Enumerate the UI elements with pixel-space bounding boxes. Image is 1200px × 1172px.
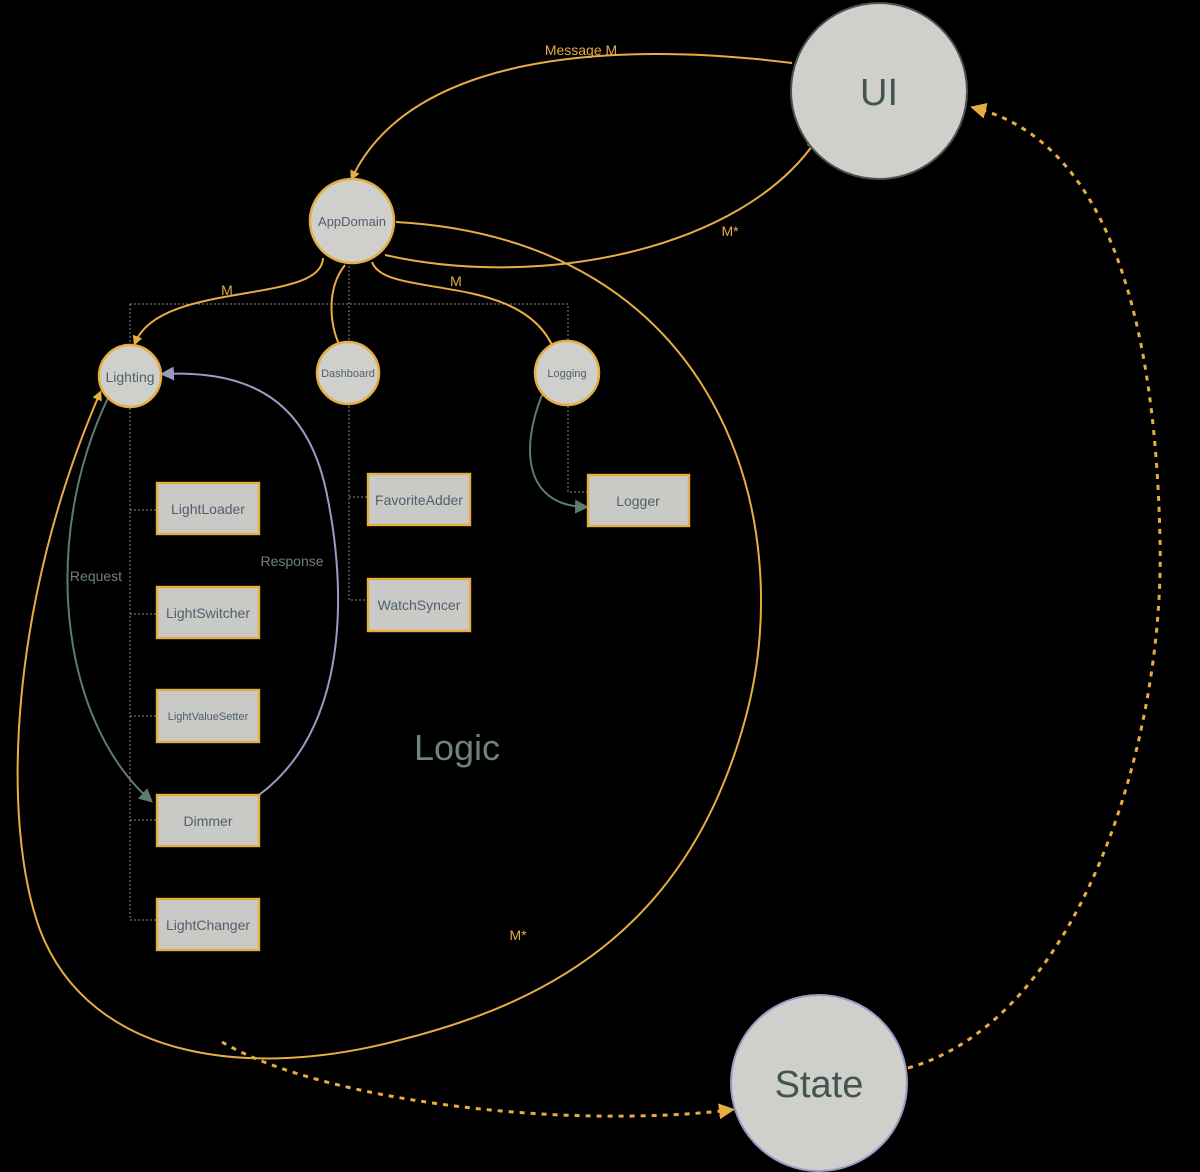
dashboard-label: Dashboard (321, 368, 375, 380)
logic-to-state-dashed-edge (221, 1040, 735, 1120)
m-star-top-label: M* (721, 223, 739, 239)
logging-to-logger-edge (529, 394, 589, 514)
m-star-bottom-label: M* (509, 927, 527, 943)
lighting-label: Lighting (105, 369, 154, 385)
dimmer-label: Dimmer (184, 813, 233, 829)
state-to-ui-dashed-edge (907, 102, 1162, 1070)
ui-node: UI (790, 2, 968, 180)
m-star-loop-edge (16, 221, 762, 1060)
light-switcher-label: LightSwitcher (166, 605, 250, 621)
request-edge (66, 397, 153, 803)
favorite-adder-box: FavoriteAdder (366, 472, 472, 527)
appdomain-node: AppDomain (308, 177, 396, 265)
logger-label: Logger (616, 493, 660, 509)
lighting-node: Lighting (97, 343, 163, 409)
light-changer-label: LightChanger (166, 917, 250, 933)
watch-syncer-box: WatchSyncer (366, 577, 472, 633)
dashboard-node: Dashboard (315, 340, 381, 406)
light-loader-label: LightLoader (171, 501, 245, 517)
light-value-setter-box: LightValueSetter (155, 688, 261, 744)
light-switcher-box: LightSwitcher (155, 585, 261, 640)
light-value-setter-label: LightValueSetter (168, 711, 249, 723)
message-m-label: Message M (545, 42, 617, 58)
favorite-adder-label: FavoriteAdder (375, 492, 463, 508)
light-changer-box: LightChanger (155, 897, 261, 952)
light-loader-box: LightLoader (155, 481, 261, 536)
logic-label: Logic (414, 727, 500, 768)
response-edge (160, 366, 340, 796)
appdomain-to-dashboard-edge (330, 264, 346, 353)
logging-node: Logging (533, 339, 601, 407)
m-star-ui-edge (384, 139, 817, 269)
appdomain-to-lighting-edge (132, 257, 324, 346)
logger-box: Logger (586, 473, 691, 528)
logging-label: Logging (547, 368, 586, 380)
m-logging-label: M (450, 273, 462, 289)
state-node: State (730, 994, 908, 1172)
state-label: State (775, 1064, 864, 1106)
dimmer-box: Dimmer (155, 793, 261, 848)
appdomain-to-logging-edge (371, 261, 558, 355)
m-lighting-label: M (221, 282, 233, 298)
request-label: Request (70, 568, 122, 584)
response-label: Response (260, 553, 323, 569)
appdomain-label: AppDomain (318, 214, 386, 229)
message-m-edge (350, 53, 793, 181)
watch-syncer-label: WatchSyncer (378, 597, 461, 613)
ui-label: UI (860, 72, 898, 114)
